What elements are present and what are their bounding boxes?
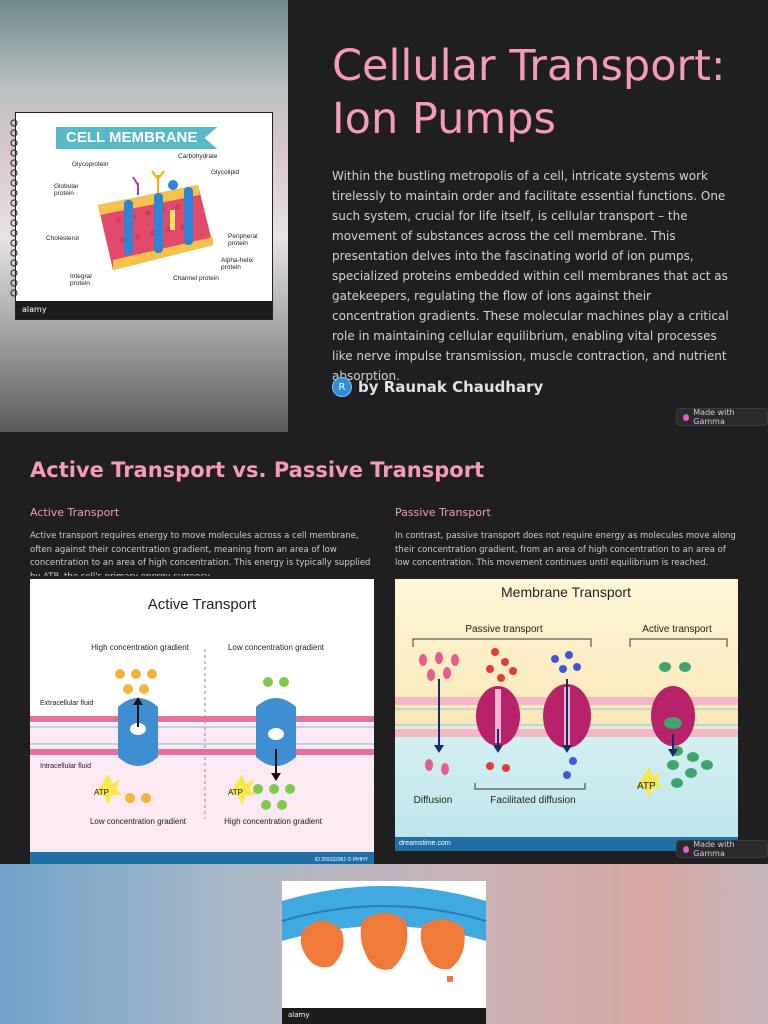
fig-active-high-top: High concentration gradient [91, 643, 190, 652]
slide-ion-pump-image: alamy [0, 864, 768, 1024]
fig-active-atp-left: ATP [94, 788, 109, 797]
fig-membrane-atp: ATP [637, 781, 656, 792]
fig-active-extracellular: Extracellular fluid [40, 700, 93, 707]
active-transport-figure: Active Transport High concentration grad… [30, 579, 374, 864]
label-glycolipid: Glycolipid [211, 169, 240, 176]
badge-label: Made with Gamma [693, 408, 735, 426]
active-transport-heading: Active Transport [30, 506, 120, 519]
label-channel-protein: Channel protein [173, 275, 219, 282]
label-cholesterol: Cholesterol [46, 235, 79, 242]
fig-active-low-top: Low concentration gradient [228, 643, 325, 652]
membrane-transport-figure: Membrane Transport Passive transport Act… [395, 579, 738, 851]
author-line: R by Raunak Chaudhary [332, 377, 543, 397]
image-watermark: alamy [282, 1008, 486, 1024]
fig-membrane-diffusion: Diffusion [414, 795, 453, 806]
fig-membrane-facilitated: Facilitated diffusion [490, 795, 575, 806]
notebook-rings-icon [10, 119, 18, 297]
author-name: by Raunak Chaudhary [358, 378, 544, 396]
passive-transport-heading: Passive Transport [395, 506, 491, 519]
fig-active-high-bottom: High concentration gradient [224, 817, 323, 826]
image-watermark: alamy [16, 301, 272, 319]
section-title: Active Transport vs. Passive Transport [30, 458, 485, 482]
label-alpha-helix-protein: Alpha-helix protein [221, 257, 254, 272]
active-transport-text: Active transport requires energy to move… [30, 531, 371, 576]
fig-membrane-passive: Passive transport [465, 624, 542, 635]
page-title: Cellular Transport: Ion Pumps [332, 41, 726, 144]
made-with-gamma-badge[interactable]: Made with Gamma [676, 408, 768, 426]
fig-membrane-title: Membrane Transport [501, 584, 631, 600]
fig-active-low-bottom: Low concentration gradient [90, 817, 187, 826]
gamma-logo-icon [683, 845, 690, 853]
label-globular-protein: Globular protein [54, 183, 79, 198]
slide1-image-panel: CELL MEMBRANE Gl [0, 0, 288, 432]
label-integral-protein: Integral protein [70, 273, 92, 288]
label-carbohydrate: Carbohydrate [178, 153, 218, 160]
made-with-gamma-badge-2[interactable]: Made with Gamma [676, 840, 768, 858]
gamma-logo-icon [683, 413, 690, 421]
passive-transport-text: In contrast, passive transport does not … [395, 531, 736, 568]
slide-comparison: Active Transport vs. Passive Transport A… [0, 432, 768, 864]
label-glycoprotein: Glycoprotein [72, 161, 109, 168]
slide-title: CELL MEMBRANE Gl [0, 0, 768, 432]
membrane-illustration [98, 170, 213, 270]
label-peripheral-protein: Peripheral protein [228, 233, 258, 248]
cell-membrane-title: CELL MEMBRANE [56, 127, 218, 149]
fig-active-intracellular: Intracellular fluid [40, 763, 91, 770]
fig-membrane-active: Active transport [642, 624, 712, 635]
cell-membrane-image: CELL MEMBRANE Gl [10, 112, 273, 320]
badge-label: Made with Gamma [693, 840, 735, 858]
avatar[interactable]: R [332, 377, 352, 397]
fig-membrane-site: dreamstime.com [399, 840, 451, 847]
fig-active-title: Active Transport [148, 596, 257, 613]
fig-active-id: ID 259152961 © PIHHY [315, 856, 369, 863]
ion-pump-image: alamy [282, 881, 486, 1024]
intro-paragraph: Within the bustling metropolis of a cell… [332, 169, 729, 383]
fig-active-atp-right: ATP [228, 788, 243, 797]
